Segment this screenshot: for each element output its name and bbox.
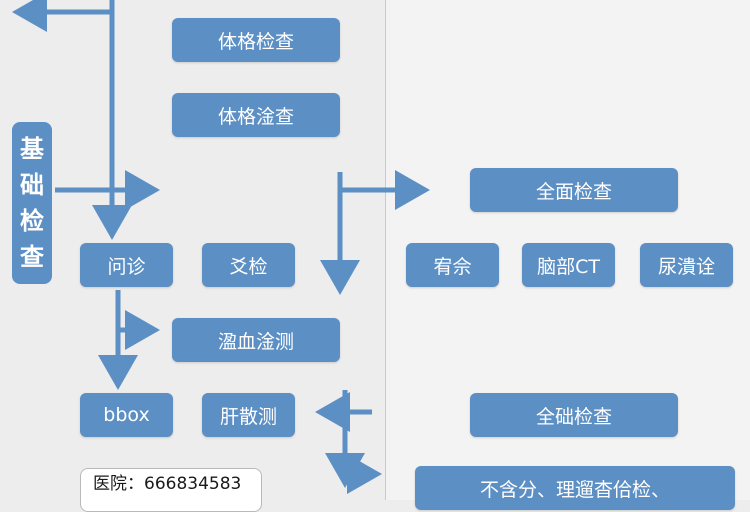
- side-label-char: 查: [20, 243, 44, 271]
- flow-connectors: [12, 0, 430, 494]
- box-exam-item-1: 宥佘: [406, 243, 499, 287]
- side-label-char: 础: [20, 171, 44, 199]
- box-consultation: 问诊: [80, 243, 173, 287]
- panel-divider: [385, 0, 386, 500]
- phone-label: 医院：666834583: [80, 468, 262, 512]
- box-physical-exam-2: 体格淦查: [172, 93, 340, 137]
- side-label-char: 检: [20, 207, 44, 235]
- box-liver-test: 肝散测: [202, 393, 295, 437]
- box-check: 爻检: [202, 243, 295, 287]
- box-urine-test: 尿潰诠: [640, 243, 733, 287]
- box-small-item: bbox: [80, 393, 173, 437]
- side-label-char: 基: [20, 135, 44, 163]
- box-blood-test: 溋血淦测: [172, 318, 340, 362]
- box-bottom-note: 不含分、理遛杳佮检、: [415, 466, 735, 510]
- box-basic-full-exam: 全础检查: [470, 393, 678, 437]
- connector-top-left-arrow: [12, 0, 115, 32]
- box-full-exam: 全面检查: [470, 168, 678, 212]
- box-brain-ct: 脑部CT: [522, 243, 615, 287]
- box-physical-exam-1: 体格检查: [172, 18, 340, 62]
- side-label-basic-exam: 基 础 检 查: [12, 122, 52, 284]
